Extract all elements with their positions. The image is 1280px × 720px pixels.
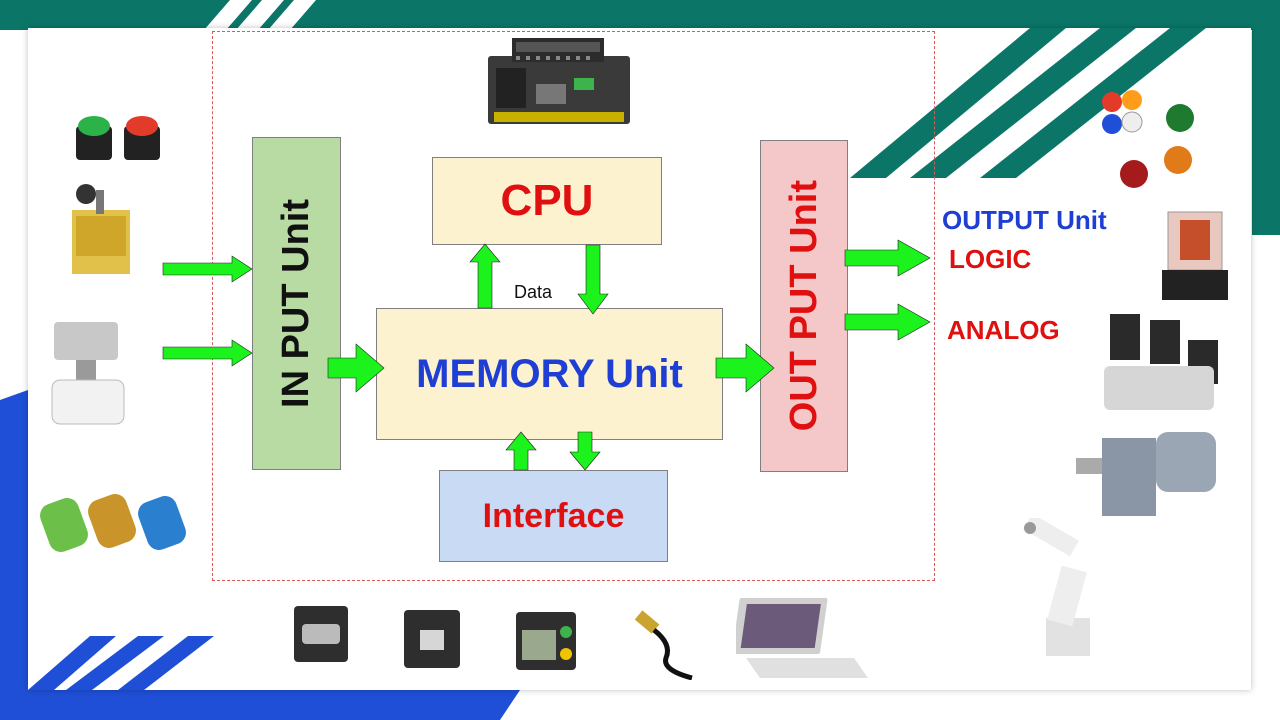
arrow-output-analog <box>844 303 931 341</box>
push-button-icon <box>76 116 160 160</box>
arrow-memory-interface <box>569 431 601 471</box>
arrow-interface-memory <box>505 431 537 471</box>
solenoid-valve-icon <box>1104 314 1218 410</box>
laptop-icon <box>736 598 868 678</box>
pilot-lamp-icon <box>1102 90 1194 188</box>
robot-arm-icon <box>1023 518 1090 656</box>
serial-module-icon <box>294 606 348 662</box>
blue-stripes <box>28 636 214 690</box>
cpu-label: CPU <box>500 176 594 225</box>
analog-label: ANALOG <box>947 315 1060 345</box>
data-label: Data <box>514 282 553 302</box>
arrow-input-2 <box>162 339 253 367</box>
input-unit-box: IN PUT Unit <box>252 137 341 470</box>
memory-unit-box: MEMORY Unit <box>376 308 723 440</box>
usb-cable-icon <box>634 610 693 680</box>
limit-switch-icon <box>72 184 130 274</box>
memory-unit-label: MEMORY Unit <box>416 351 683 396</box>
output-unit-box: OUT PUT Unit <box>760 140 848 472</box>
proximity-sensor-icon <box>40 494 186 552</box>
arrow-memory-output <box>715 343 775 393</box>
arrow-input-1 <box>162 255 253 283</box>
interface-box: Interface <box>439 470 668 562</box>
flow-sensor-icon <box>51 322 125 425</box>
arrow-cpu-memory <box>577 244 609 315</box>
interface-label: Interface <box>482 496 625 535</box>
relay-icon <box>1162 211 1228 300</box>
plc-icon <box>488 38 630 124</box>
logic-label: LOGIC <box>949 244 1032 274</box>
cpu-box: CPU <box>432 157 662 245</box>
arrow-input-memory <box>327 343 385 393</box>
arrow-memory-cpu <box>469 243 501 309</box>
output-unit-heading: OUTPUT Unit <box>942 205 1107 235</box>
teal-stripes <box>850 28 1206 178</box>
plc-boundary-frame <box>212 31 935 581</box>
ethernet-module-icon <box>404 610 460 668</box>
arrow-output-logic <box>844 239 931 277</box>
motor-icon <box>1076 432 1216 516</box>
display-module-icon <box>516 612 576 670</box>
